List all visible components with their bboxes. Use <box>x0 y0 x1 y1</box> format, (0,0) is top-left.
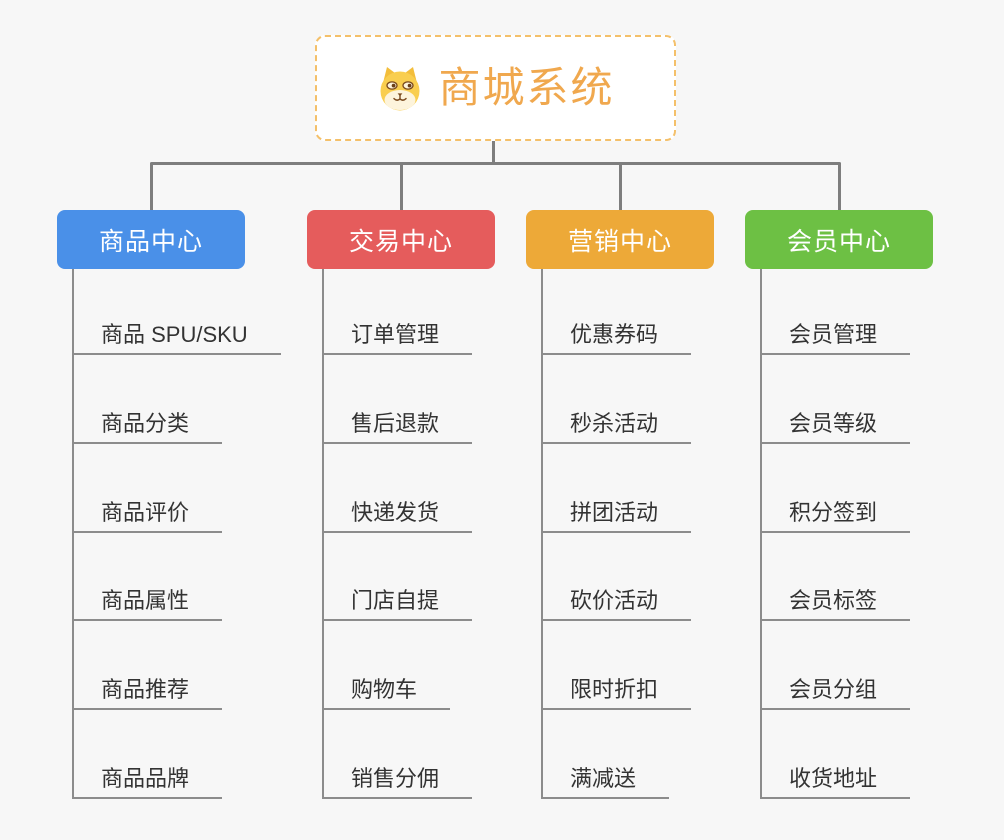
branch-trade-center: 交易中心 订单管理 售后退款 快递发货 门店自提 购物车 销售分佣 <box>307 210 495 799</box>
child-node[interactable]: 快递发货 <box>324 444 473 533</box>
child-label: 售后退款 <box>351 410 440 436</box>
child-label: 满减送 <box>570 765 637 791</box>
child-node[interactable]: 拼团活动 <box>543 444 692 533</box>
child-label: 砍价活动 <box>570 588 659 614</box>
connector-drop-marketing <box>618 163 622 211</box>
child-node[interactable]: 商品品牌 <box>74 710 223 799</box>
child-node[interactable]: 收货地址 <box>762 710 911 799</box>
child-label: 商品推荐 <box>101 677 190 703</box>
child-label: 快递发货 <box>351 499 440 525</box>
child-node[interactable]: 满减送 <box>543 710 670 799</box>
connector-root-drop <box>492 140 495 164</box>
branch-children-product: 商品 SPU/SKU 商品分类 商品评价 商品属性 商品推荐 商品品牌 <box>72 269 281 799</box>
child-node[interactable]: 会员分组 <box>762 621 911 711</box>
branch-label: 商品中心 <box>98 227 203 256</box>
child-node[interactable]: 会员标签 <box>762 533 911 622</box>
child-node[interactable]: 积分签到 <box>762 444 911 533</box>
branch-label: 营销中心 <box>567 227 672 256</box>
dog-icon <box>380 67 420 111</box>
child-node[interactable]: 商品分类 <box>74 355 223 444</box>
branch-node-trade-center[interactable]: 交易中心 <box>307 210 495 269</box>
child-label: 会员管理 <box>789 322 878 347</box>
branch-children-marketing: 优惠券码 秒杀活动 拼团活动 砍价活动 限时折扣 满减送 <box>541 269 714 799</box>
child-label: 商品评价 <box>101 499 190 525</box>
child-node[interactable]: 销售分佣 <box>324 710 473 799</box>
connector-drop-trade <box>399 163 403 211</box>
child-label: 商品品牌 <box>101 765 190 791</box>
child-label: 购物车 <box>351 677 418 703</box>
child-label: 销售分佣 <box>351 765 440 791</box>
connector-drop-product <box>149 163 153 211</box>
child-label: 门店自提 <box>351 588 440 614</box>
child-label: 拼团活动 <box>570 499 659 525</box>
connector-bus <box>149 162 841 165</box>
child-label: 订单管理 <box>351 322 440 347</box>
child-label: 商品 SPU/SKU <box>101 322 248 347</box>
child-label: 会员标签 <box>789 588 878 614</box>
child-node[interactable]: 优惠券码 <box>543 269 692 355</box>
child-label: 会员分组 <box>789 677 878 703</box>
child-node[interactable]: 购物车 <box>324 621 451 711</box>
child-node[interactable]: 砍价活动 <box>543 533 692 622</box>
branch-node-member-center[interactable]: 会员中心 <box>745 210 933 269</box>
branch-product-center: 商品中心 商品 SPU/SKU 商品分类 商品评价 商品属性 商品推荐 商品品牌 <box>57 210 281 799</box>
child-label: 秒杀活动 <box>570 410 659 436</box>
root-node-title: 商城系统 <box>438 64 615 111</box>
child-node[interactable]: 限时折扣 <box>543 621 692 711</box>
child-node[interactable]: 会员管理 <box>762 269 911 355</box>
branch-marketing-center: 营销中心 优惠券码 秒杀活动 拼团活动 砍价活动 限时折扣 满减送 <box>526 210 714 799</box>
branch-member-center: 会员中心 会员管理 会员等级 积分签到 会员标签 会员分组 收货地址 <box>745 210 933 799</box>
child-node[interactable]: 商品评价 <box>74 444 223 533</box>
child-node[interactable]: 商品 SPU/SKU <box>74 269 281 355</box>
child-label: 优惠券码 <box>570 322 659 347</box>
child-label: 商品属性 <box>101 588 190 614</box>
branch-node-marketing-center[interactable]: 营销中心 <box>526 210 714 269</box>
child-label: 会员等级 <box>789 410 878 436</box>
child-node[interactable]: 售后退款 <box>324 355 473 444</box>
child-label: 商品分类 <box>101 410 190 436</box>
connector-drop-member <box>837 163 841 211</box>
root-node-mall-system[interactable]: 商城系统 <box>315 35 676 141</box>
branch-node-product-center[interactable]: 商品中心 <box>57 210 245 269</box>
child-node[interactable]: 商品属性 <box>74 533 223 622</box>
child-node[interactable]: 门店自提 <box>324 533 473 622</box>
branch-children-trade: 订单管理 售后退款 快递发货 门店自提 购物车 销售分佣 <box>322 269 495 799</box>
child-label: 限时折扣 <box>570 677 659 703</box>
child-label: 积分签到 <box>789 499 878 525</box>
child-label: 收货地址 <box>789 765 878 791</box>
child-node[interactable]: 商品推荐 <box>74 621 223 711</box>
branch-label: 交易中心 <box>348 227 453 256</box>
branch-label: 会员中心 <box>786 227 891 256</box>
child-node[interactable]: 秒杀活动 <box>543 355 692 444</box>
child-node[interactable]: 会员等级 <box>762 355 911 444</box>
child-node[interactable]: 订单管理 <box>324 269 473 355</box>
branch-children-member: 会员管理 会员等级 积分签到 会员标签 会员分组 收货地址 <box>760 269 933 799</box>
